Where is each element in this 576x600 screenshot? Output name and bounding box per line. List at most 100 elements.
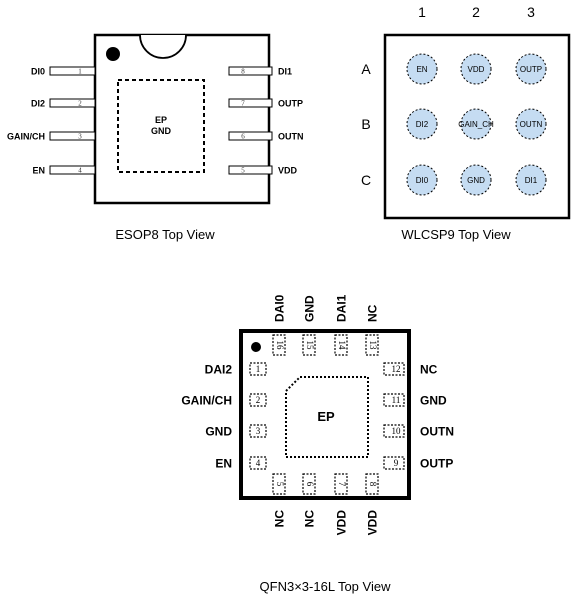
qfn16-pin-number: 3 — [256, 426, 261, 436]
wlcsp9-ball-label: OUTN — [520, 120, 543, 129]
esop8-pin-name: OUTN — [278, 132, 304, 142]
qfn16-pin-pad — [365, 334, 379, 356]
qfn16-pin-name: NC — [366, 304, 380, 322]
qfn16-pin-name: GND — [303, 295, 317, 322]
qfn16-pin-pad — [334, 473, 348, 495]
wlcsp9-ball-label: VDD — [468, 65, 485, 74]
esop8-pin-name: DI2 — [31, 99, 45, 109]
esop8-pin-name: EN — [32, 166, 45, 176]
qfn16-pin-name: NC — [273, 510, 287, 528]
wlcsp9-ball-label: DI1 — [525, 176, 538, 185]
esop8-pin-name: DI1 — [278, 67, 292, 77]
esop8-caption: ESOP8 Top View — [115, 227, 215, 242]
qfn16-exposed-pad — [285, 376, 369, 458]
wlcsp9-caption: WLCSP9 Top View — [401, 227, 511, 242]
qfn16-pin-name: GND — [420, 394, 447, 408]
esop8-pin-name: OUTP — [278, 99, 303, 109]
qfn16-pin-pad — [365, 473, 379, 495]
qfn16-pin-name: VDD — [335, 510, 349, 536]
esop8-pin-lead — [49, 131, 96, 141]
esop8-pin-name: VDD — [278, 166, 298, 176]
wlcsp9-ball — [460, 108, 492, 140]
qfn16-pin-pad — [383, 393, 405, 407]
qfn16-pin-name: OUTP — [420, 457, 453, 471]
qfn16-pin-name: OUTN — [420, 425, 454, 439]
wlcsp9-ball — [515, 53, 547, 85]
esop8-pin-number: 3 — [78, 133, 82, 141]
qfn16-pin-number: 9 — [394, 458, 399, 468]
wlcsp9-ball-label: GAIN_CH — [458, 120, 494, 129]
wlcsp9-ball-label: DI0 — [416, 176, 429, 185]
esop8-body — [93, 33, 271, 205]
esop8-pin1-marker — [106, 47, 120, 61]
esop8-pin-number: 7 — [241, 100, 245, 108]
esop8-ep-gnd-label: GND — [151, 126, 172, 136]
wlcsp9-column-label: 2 — [472, 4, 480, 20]
wlcsp9-ball-label: DI2 — [416, 120, 429, 129]
esop8-pin-lead — [228, 98, 273, 108]
wlcsp9-row-label: B — [361, 116, 370, 132]
qfn16-pin-number: 7 — [337, 482, 347, 487]
qfn16-pin-number: 11 — [392, 395, 401, 405]
qfn16-pin-name: DAI2 — [205, 363, 233, 377]
qfn16-pin-pad — [249, 424, 267, 438]
esop8-pin-number: 6 — [241, 133, 245, 141]
qfn16-pin-number: 14 — [337, 341, 347, 351]
qfn16-pin-pad — [272, 334, 286, 356]
esop8-pin-name: GAIN/CH — [7, 132, 45, 142]
esop8-pin-number: 5 — [241, 167, 245, 175]
qfn16-ep-label: EP — [317, 409, 335, 424]
wlcsp9-ball — [406, 164, 438, 196]
qfn16-pin-pad — [272, 473, 286, 495]
qfn16-pin-number: 4 — [256, 458, 261, 468]
esop8-pin-lead — [228, 131, 273, 141]
qfn16-pin-name: DAI0 — [273, 294, 287, 322]
qfn16-pin-pad — [383, 362, 405, 376]
qfn16-pin-name: NC — [303, 510, 317, 528]
qfn16-pin-number: 6 — [305, 482, 315, 487]
qfn16-pin-number: 15 — [305, 341, 315, 351]
qfn16-body — [239, 329, 411, 500]
qfn16-pin-number: 10 — [392, 426, 402, 436]
qfn16-pin-pad — [383, 424, 405, 438]
qfn16-pin-name: DAI1 — [335, 294, 349, 322]
qfn16-pin-name: VDD — [366, 510, 380, 536]
esop8-pin-number: 8 — [241, 68, 245, 76]
qfn16-pin-name: GAIN/CH — [181, 394, 232, 408]
esop8-notch — [139, 34, 187, 59]
qfn16-pin-number: 16 — [275, 341, 285, 351]
qfn16-pin-pad — [302, 473, 316, 495]
wlcsp9-ball — [406, 108, 438, 140]
wlcsp9-ball-label: EN — [416, 65, 427, 74]
qfn16-pin-pad — [334, 334, 348, 356]
wlcsp9-column-label: 3 — [527, 4, 535, 20]
esop8-pin-number: 2 — [78, 100, 82, 108]
wlcsp9-ball — [515, 164, 547, 196]
qfn16-caption: QFN3×3-16L Top View — [260, 579, 392, 594]
wlcsp9-column-label: 1 — [418, 4, 426, 20]
wlcsp9-ball-label: GND — [467, 176, 485, 185]
qfn16-pin-number: 13 — [368, 341, 378, 351]
esop8-pin-lead — [49, 66, 96, 76]
qfn16-pin-number: 2 — [256, 395, 261, 405]
wlcsp9-row-label: C — [361, 172, 371, 188]
esop8-pin-name: DI0 — [31, 67, 45, 77]
qfn16-pin-name: GND — [205, 425, 232, 439]
qfn16-pin-pad — [249, 456, 267, 470]
wlcsp9-ball — [460, 53, 492, 85]
esop8-pin-number: 1 — [78, 68, 82, 76]
qfn16-pin-pad — [302, 334, 316, 356]
qfn16-pin-pad — [249, 362, 267, 376]
wlcsp9-ball — [460, 164, 492, 196]
esop8-pin-lead — [228, 165, 273, 175]
esop8-ep-label: EP — [155, 115, 167, 125]
qfn16-pin-pad — [383, 456, 405, 470]
qfn16-pin-pad — [249, 393, 267, 407]
qfn16-pin-name: EN — [215, 457, 232, 471]
qfn16-pin-number: 8 — [368, 482, 378, 487]
wlcsp9-row-label: A — [361, 61, 371, 77]
